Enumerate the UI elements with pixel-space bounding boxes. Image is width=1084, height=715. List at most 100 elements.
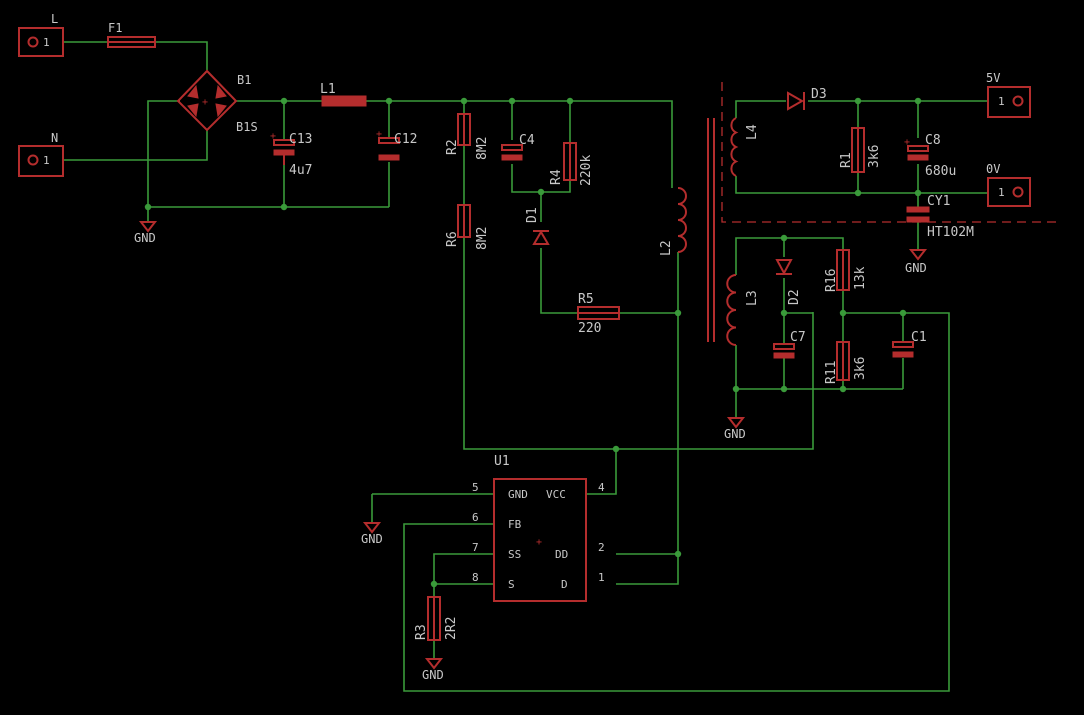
r3-value: 2R2 xyxy=(444,617,459,640)
resistor-r16[interactable]: R16 13k xyxy=(824,249,868,292)
gnd-symbol-output: GND xyxy=(905,249,928,275)
l3-label: L3 xyxy=(745,290,760,306)
c12-label: C12 xyxy=(394,132,417,147)
c13-label: C13 xyxy=(289,132,312,147)
resistor-r1[interactable]: R1 3k6 xyxy=(839,127,882,173)
u1-pin-name: FB xyxy=(508,518,522,531)
d1-label: D1 xyxy=(525,207,540,223)
resistor-r3[interactable]: R3 2R2 xyxy=(414,596,459,641)
connector-0v-pin: 1 xyxy=(998,186,1005,199)
u1-pin-name: D xyxy=(561,578,568,591)
c4-label: C4 xyxy=(519,133,535,148)
resistor-r4[interactable]: R4 220k xyxy=(549,142,594,186)
transformer-secondary-l4[interactable]: L4 xyxy=(730,117,760,177)
r3-label: R3 xyxy=(414,624,429,640)
fuse-f1[interactable]: F1 xyxy=(107,21,156,48)
diode-d2[interactable]: D2 xyxy=(775,259,802,305)
resistor-r2[interactable]: R2 8M2 xyxy=(445,113,490,160)
u1-pin-name: SS xyxy=(508,548,521,561)
u1-pin-name: DD xyxy=(555,548,568,561)
capacitor-c7[interactable]: C7 xyxy=(773,330,806,359)
cy1-label: CY1 xyxy=(927,194,950,209)
transformer-core xyxy=(707,118,715,342)
u1-pin-name: S xyxy=(508,578,515,591)
resistor-r11[interactable]: R11 3k6 xyxy=(824,341,868,384)
d3-label: D3 xyxy=(811,87,827,102)
r11-value: 3k6 xyxy=(853,357,868,380)
capacitor-c8[interactable]: + C8 680u xyxy=(904,133,956,179)
cy1-value: HT102M xyxy=(927,225,974,240)
transformer-aux-l3[interactable]: L3 xyxy=(726,274,760,346)
svg-text:+: + xyxy=(270,131,276,142)
r5-label: R5 xyxy=(578,292,594,307)
r1-value: 3k6 xyxy=(867,145,882,168)
diode-d1[interactable]: D1 xyxy=(525,207,550,245)
d2-label: D2 xyxy=(787,289,802,305)
connector-5v-pin: 1 xyxy=(998,95,1005,108)
u1-pin-num: 2 xyxy=(598,541,605,554)
isolation-boundary xyxy=(721,82,1060,223)
r2-value: 8M2 xyxy=(475,137,490,160)
r11-label: R11 xyxy=(824,361,839,384)
connector-n-pin: 1 xyxy=(43,154,50,167)
r2-label: R2 xyxy=(445,139,460,155)
gnd-symbol-u1: GND xyxy=(361,522,383,546)
connector-0v-label: 0V xyxy=(986,162,1000,176)
l4-label: L4 xyxy=(745,124,760,140)
r1-label: R1 xyxy=(839,152,854,168)
r16-label: R16 xyxy=(824,269,839,292)
connector-0v[interactable]: 0V 1 xyxy=(986,162,1031,207)
transformer-primary-l2[interactable]: L2 xyxy=(659,187,687,256)
u1-pin-num: 6 xyxy=(472,511,479,524)
u1-pin-num: 7 xyxy=(472,541,479,554)
u1-pin-num: 4 xyxy=(598,481,605,494)
c7-label: C7 xyxy=(790,330,806,345)
r6-label: R6 xyxy=(445,231,460,247)
u1-pin-name: VCC xyxy=(546,488,566,501)
u1-pin-num: 5 xyxy=(472,481,479,494)
gnd-symbol-aux: GND xyxy=(724,417,746,441)
resistor-r5[interactable]: R5 220 xyxy=(577,292,620,336)
r6-value: 8M2 xyxy=(475,227,490,250)
gnd-label: GND xyxy=(422,668,444,682)
c13-value: 4u7 xyxy=(289,163,312,178)
gnd-symbol-input: GND xyxy=(134,221,158,245)
b1-value: B1S xyxy=(236,120,258,134)
connector-n-label: N xyxy=(51,131,58,145)
diode-d3[interactable]: D3 xyxy=(787,87,827,111)
svg-text:+: + xyxy=(536,537,542,548)
gnd-label: GND xyxy=(724,427,746,441)
capacitor-c1[interactable]: C1 xyxy=(892,330,927,358)
connector-5v[interactable]: 5V 1 xyxy=(986,71,1031,118)
gnd-label: GND xyxy=(905,261,927,275)
capacitor-c13[interactable]: + C13 4u7 xyxy=(270,131,312,178)
connector-l-label: L xyxy=(51,12,58,26)
u1-label: U1 xyxy=(494,454,510,469)
connector-l[interactable]: L 1 xyxy=(18,12,64,57)
r5-value: 220 xyxy=(578,321,601,336)
gnd-label: GND xyxy=(361,532,383,546)
c1-label: C1 xyxy=(911,330,927,345)
connector-5v-label: 5V xyxy=(986,71,1000,85)
capacitor-cy1[interactable]: CY1 HT102M xyxy=(906,194,974,240)
capacitor-c4[interactable]: C4 xyxy=(501,133,535,161)
b1-label: B1 xyxy=(237,73,251,87)
r4-value: 220k xyxy=(579,155,594,186)
c8-label: C8 xyxy=(925,133,941,148)
r4-label: R4 xyxy=(549,169,564,185)
capacitor-c12[interactable]: + C12 xyxy=(376,129,417,161)
inductor-l1[interactable]: L1 xyxy=(320,82,367,107)
ic-u1[interactable]: U1 + 5 GND 6 FB 7 SS 8 S 4 VCC 2 DD 1 D xyxy=(472,454,605,602)
r16-value: 13k xyxy=(853,266,868,290)
bridge-rectifier-b1[interactable]: + B1 B1S xyxy=(176,69,258,134)
u1-pin-name: GND xyxy=(508,488,528,501)
l2-label: L2 xyxy=(659,240,674,256)
gnd-label: GND xyxy=(134,231,156,245)
u1-pin-num: 8 xyxy=(472,571,479,584)
svg-text:+: + xyxy=(376,129,382,140)
resistor-r6[interactable]: R6 8M2 xyxy=(445,204,490,250)
connector-n[interactable]: N 1 xyxy=(18,131,64,177)
u1-pin-num: 1 xyxy=(598,571,605,584)
c8-value: 680u xyxy=(925,164,956,179)
